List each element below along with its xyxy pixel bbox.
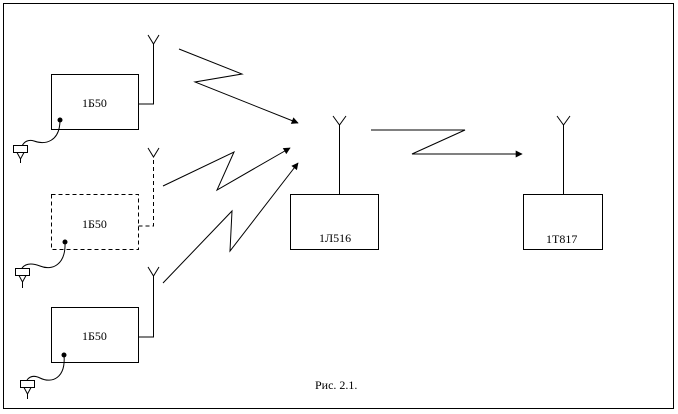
radio-link-2-to-relay	[162, 147, 291, 192]
transmitter-box-3	[51, 307, 139, 363]
antenna-icon	[147, 147, 160, 158]
transmitter-box-1	[51, 74, 139, 130]
antenna-icon	[147, 34, 160, 45]
transmitter-unit-1: 1Б50	[13, 34, 160, 163]
radio-link-1-to-relay	[178, 48, 299, 124]
handset-cord	[26, 354, 65, 381]
antenna-icon	[332, 115, 347, 126]
transmitter-label-1: 1Б50	[82, 96, 107, 110]
antenna-mast-3	[138, 276, 154, 338]
relay-unit: 1Л516	[290, 115, 379, 250]
figure-frame	[3, 3, 674, 409]
connector-dot	[61, 352, 67, 358]
receiver-unit: 1Т817	[523, 115, 603, 250]
handset-cord	[21, 119, 61, 147]
relay-box	[290, 194, 379, 250]
antenna-icon	[556, 115, 571, 126]
handset-icon	[15, 268, 30, 288]
radio-link-3-to-relay	[162, 162, 299, 284]
transmitter-unit-2: 1Б50	[15, 147, 160, 288]
handset-icon	[13, 145, 28, 163]
relay-label: 1Л516	[319, 231, 351, 245]
figure-caption: Рис. 2.1.	[315, 378, 357, 392]
receiver-box	[523, 194, 603, 250]
antenna-mast-2	[138, 157, 154, 227]
handset-cord	[21, 241, 66, 269]
transmitter-label-2: 1Б50	[82, 217, 107, 231]
transmitter-label-3: 1Б50	[82, 329, 107, 343]
transmitter-unit-3: 1Б50	[20, 266, 160, 399]
receiver-label: 1Т817	[546, 232, 577, 246]
antenna-icon	[147, 266, 160, 277]
antenna-mast-1	[138, 44, 154, 105]
handset-icon	[20, 380, 35, 399]
radio-link-relay-to-receiver	[371, 129, 523, 158]
